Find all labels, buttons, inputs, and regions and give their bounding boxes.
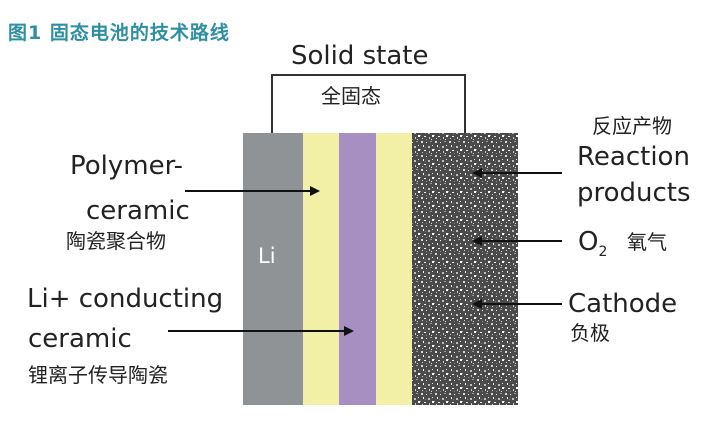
conducting-zh-label: 锂离子传导陶瓷 xyxy=(28,363,168,387)
polymer-label-line2: ceramic xyxy=(86,196,190,226)
cathode-label: Cathode xyxy=(568,289,678,319)
lithium-layer xyxy=(243,133,303,405)
cathode-zh-label: 负极 xyxy=(570,321,610,345)
o2-subscript: 2 xyxy=(598,244,608,261)
o2-label: O2 xyxy=(578,229,607,259)
reaction-label-line2: products xyxy=(577,178,691,208)
o2-symbol: O xyxy=(578,227,599,257)
figure-title: 图1 固态电池的技术路线 xyxy=(8,22,230,44)
reaction-label-line1: Reaction xyxy=(577,142,690,172)
polymer-zh-label: 陶瓷聚合物 xyxy=(66,229,166,253)
reaction-zh-label: 反应产物 xyxy=(592,114,672,138)
li-label: Li xyxy=(258,244,276,268)
o2-zh-label: 氧气 xyxy=(627,230,667,254)
conducting-label-line2: ceramic xyxy=(28,324,132,354)
cathode-layer xyxy=(412,133,518,405)
solid-state-bracket xyxy=(271,74,466,133)
polymer-ceramic-layer-left xyxy=(303,133,339,405)
conducting-label-line1: Li+ conducting xyxy=(27,284,224,314)
conducting-ceramic-layer xyxy=(339,133,376,405)
polymer-ceramic-layer-right xyxy=(376,133,412,405)
solid-state-label: Solid state xyxy=(291,41,429,71)
polymer-label-line1: Polymer- xyxy=(70,151,184,181)
solid-state-zh-label: 全固态 xyxy=(321,84,381,108)
